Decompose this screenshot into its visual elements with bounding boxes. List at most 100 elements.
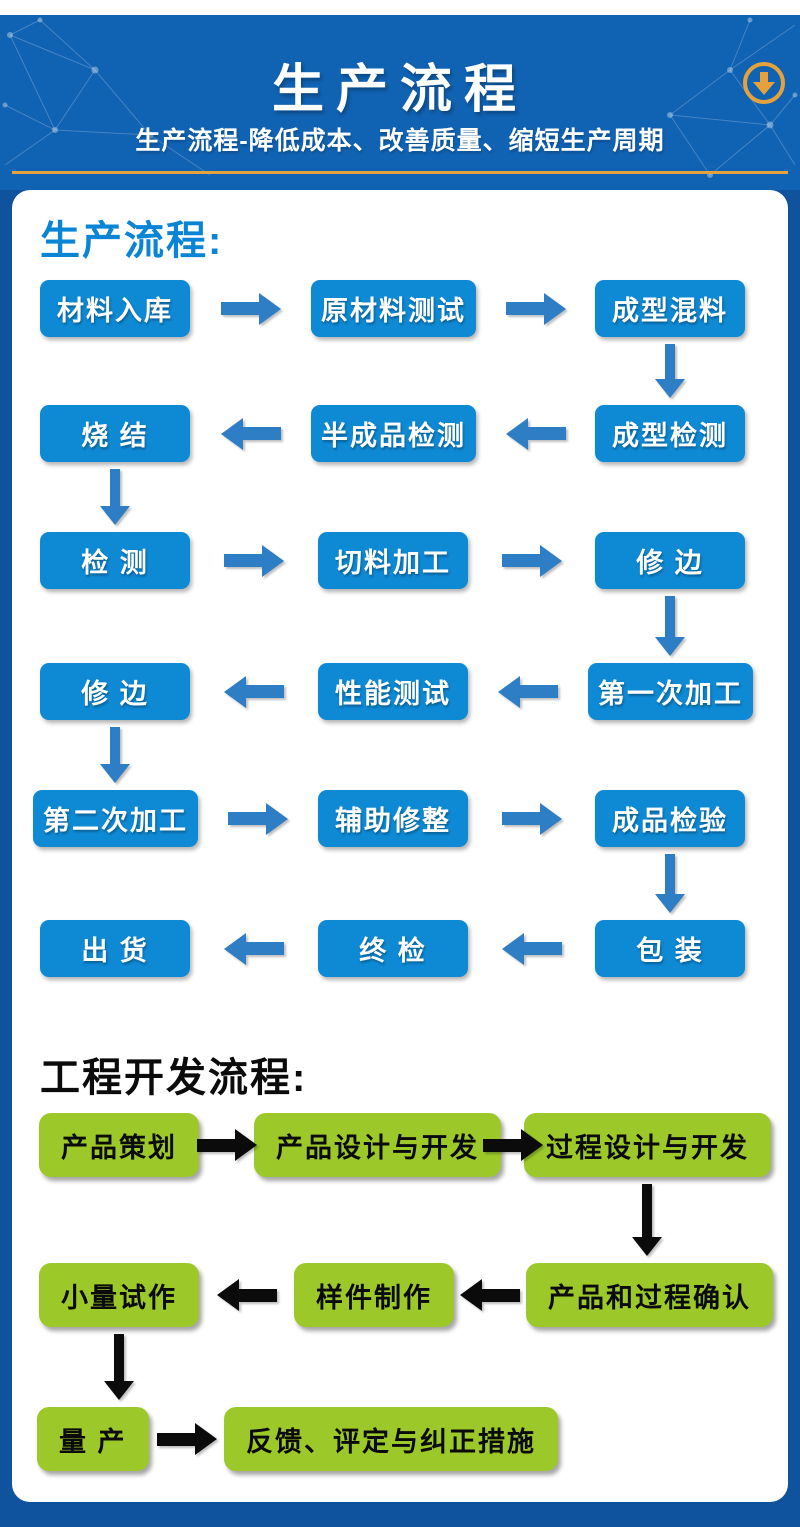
flow-arrow-left-icon [217, 1279, 277, 1311]
flow-arrow-down-icon [104, 1334, 134, 1400]
arrow-stem [157, 1432, 195, 1446]
arrow-head [262, 544, 284, 577]
flow-arrow-left-icon [506, 417, 566, 450]
flow-arrow-right-icon [221, 292, 281, 325]
page-title: 生产流程 [271, 61, 528, 119]
arrow-stem [502, 554, 540, 567]
flow-arrow-right-icon [502, 544, 562, 577]
flow-box: 半成品检测 [311, 405, 476, 462]
arrow-stem [246, 942, 284, 955]
content-card: 生产流程: 工程开发流程: 材料入库原材料测试成型混料烧 结半成品检测成型检测检… [12, 190, 788, 1502]
flow-arrow-right-icon [483, 1129, 543, 1161]
arrow-stem [642, 1184, 652, 1237]
arrow-stem [524, 942, 562, 955]
flow-arrow-right-icon [157, 1423, 217, 1455]
flow-box: 产品设计与开发 [254, 1113, 501, 1177]
arrow-head [502, 932, 524, 965]
arrow-stem [520, 685, 558, 698]
arrow-head [540, 802, 562, 835]
flow-arrow-down-icon [655, 854, 685, 913]
page-subtitle: 生产流程-降低成本、改善质量、缩短生产周期 [135, 127, 665, 155]
arrow-stem [665, 854, 675, 894]
flow-box: 包 装 [595, 920, 745, 977]
flow-arrow-left-icon [502, 932, 562, 965]
header-banner: 生产流程 生产流程-降低成本、改善质量、缩短生产周期 [0, 15, 800, 190]
flow-arrow-down-icon [632, 1184, 662, 1256]
flow-box: 修 边 [595, 532, 745, 589]
section-heading-production: 生产流程: [40, 219, 224, 263]
arrow-stem [528, 427, 566, 440]
arrow-head [655, 379, 685, 398]
arrow-stem [665, 344, 675, 379]
arrow-stem [483, 1138, 521, 1152]
arrow-stem [506, 302, 544, 315]
arrow-head [195, 1423, 217, 1455]
arrow-stem [221, 302, 259, 315]
flow-box: 过程设计与开发 [524, 1113, 771, 1177]
arrow-stem [246, 685, 284, 698]
arrow-head [506, 417, 528, 450]
flow-arrow-down-icon [655, 596, 685, 656]
arrow-head [224, 932, 246, 965]
flow-box: 第二次加工 [33, 790, 198, 847]
flow-box: 修 边 [40, 663, 190, 720]
arrow-stem [114, 1334, 124, 1381]
top-white-strip [0, 0, 800, 15]
flow-arrow-left-icon [460, 1279, 520, 1311]
flow-arrow-right-icon [502, 802, 562, 835]
arrow-head [498, 675, 520, 708]
flow-box: 量 产 [37, 1407, 149, 1471]
flow-box: 性能测试 [318, 663, 468, 720]
flow-box: 出 货 [40, 920, 190, 977]
flow-box: 辅助修整 [318, 790, 468, 847]
flow-arrow-right-icon [228, 802, 288, 835]
flow-box: 烧 结 [40, 405, 190, 462]
flow-box: 产品策划 [39, 1113, 199, 1177]
flow-box: 材料入库 [40, 280, 190, 337]
arrow-stem [665, 596, 675, 637]
flow-arrow-left-icon [224, 932, 284, 965]
section-heading-engineering: 工程开发流程: [40, 1056, 308, 1100]
arrow-head [521, 1129, 543, 1161]
flow-box: 样件制作 [294, 1263, 454, 1327]
flow-arrow-right-icon [197, 1129, 257, 1161]
flow-arrow-left-icon [498, 675, 558, 708]
arrow-head [100, 764, 130, 783]
flow-box: 原材料测试 [311, 280, 476, 337]
arrow-head [221, 417, 243, 450]
arrow-stem [110, 727, 120, 764]
flow-box: 小量试作 [39, 1263, 199, 1327]
flow-box: 终 检 [318, 920, 468, 977]
download-icon[interactable] [742, 61, 786, 105]
arrow-head [266, 802, 288, 835]
flow-arrow-down-icon [100, 727, 130, 783]
arrow-stem [197, 1138, 235, 1152]
arrow-head [655, 637, 685, 656]
flow-arrow-down-icon [655, 344, 685, 398]
flow-box: 成品检验 [595, 790, 745, 847]
arrow-head [104, 1381, 134, 1400]
flow-arrow-right-icon [224, 544, 284, 577]
gold-divider [12, 171, 788, 174]
arrow-head [540, 544, 562, 577]
arrow-stem [110, 469, 120, 506]
flow-arrow-down-icon [100, 469, 130, 525]
arrow-head [632, 1237, 662, 1256]
arrow-head [235, 1129, 257, 1161]
arrow-stem [502, 812, 540, 825]
arrow-head [544, 292, 566, 325]
arrow-head [655, 894, 685, 913]
arrow-head [224, 675, 246, 708]
arrow-stem [224, 554, 262, 567]
arrow-stem [243, 427, 281, 440]
flow-arrow-left-icon [224, 675, 284, 708]
arrow-head [100, 506, 130, 525]
flow-box: 检 测 [40, 532, 190, 589]
flow-arrow-right-icon [506, 292, 566, 325]
flow-arrow-left-icon [221, 417, 281, 450]
flow-box: 成型检测 [595, 405, 745, 462]
arrow-stem [228, 812, 266, 825]
flow-box: 切料加工 [318, 532, 468, 589]
arrow-head [259, 292, 281, 325]
